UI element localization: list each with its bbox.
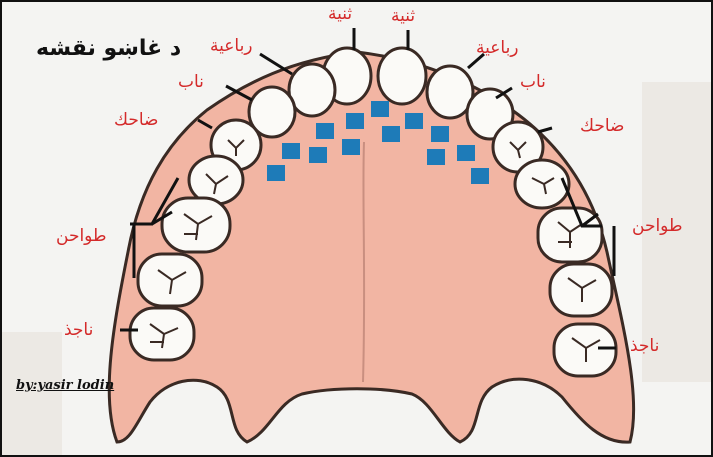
marker [382, 126, 400, 142]
label-canine-left: ناب [178, 74, 204, 91]
label-premolar-left: ضاحك [114, 112, 158, 129]
tooth-molar2-left [138, 254, 202, 306]
marker [371, 101, 389, 117]
author-credit: by:yasir lodin [16, 378, 114, 393]
label-molars-right: طواحن [632, 218, 683, 235]
label-premolar-right: ضاحك [580, 118, 624, 135]
background-shade-left [2, 332, 62, 455]
label-lateral-right: رباعية [476, 40, 519, 57]
label-molars-left: طواحن [56, 228, 107, 245]
marker [342, 139, 360, 155]
marker [471, 168, 489, 184]
marker [309, 147, 327, 163]
marker [457, 145, 475, 161]
marker [316, 123, 334, 139]
marker [267, 165, 285, 181]
marker [282, 143, 300, 159]
tooth-molar3-left [130, 308, 194, 360]
marker [405, 113, 423, 129]
label-wisdom-right: ناجذ [630, 338, 659, 355]
tooth-molar1-left [162, 198, 230, 252]
label-canine-right: ناب [520, 74, 546, 91]
tooth-incisor-right [378, 48, 426, 104]
diagram-title: د غاښو نقشه [36, 38, 181, 60]
marker [346, 113, 364, 129]
label-incisor-right: ثنية [391, 8, 415, 25]
label-wisdom-left: ناجذ [64, 322, 93, 339]
marker [431, 126, 449, 142]
marker [427, 149, 445, 165]
label-incisor-left: ثنية [328, 6, 352, 23]
label-lateral-left: رباعية [210, 38, 253, 55]
palatal-raphe [363, 142, 364, 382]
